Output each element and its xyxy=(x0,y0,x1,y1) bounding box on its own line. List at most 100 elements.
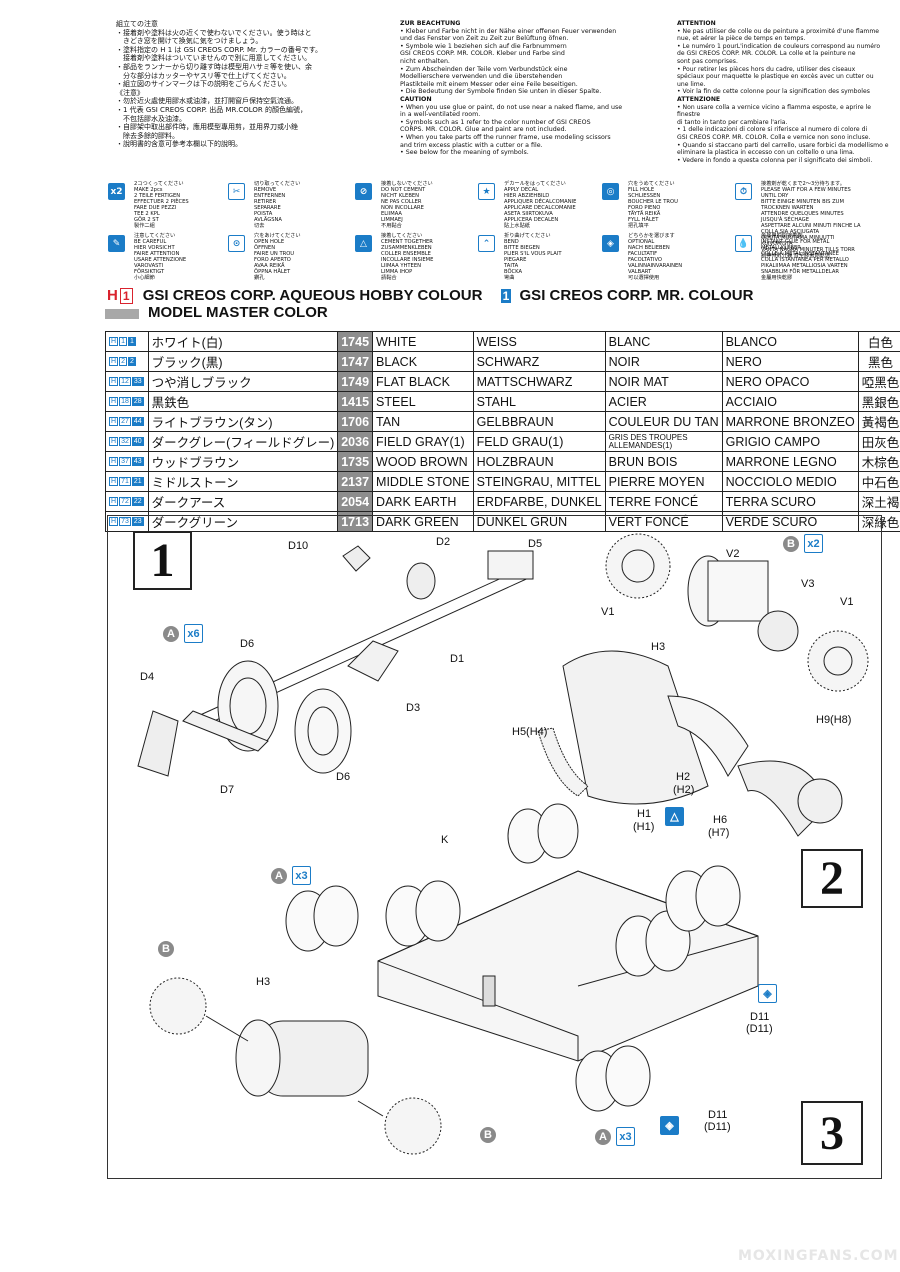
color-name-en: FIELD GRAY(1) xyxy=(372,431,474,452)
color-name-fr: BLANC xyxy=(604,331,723,352)
color-name-zh: 黑銀色 xyxy=(857,391,900,412)
mr-code: 40 xyxy=(131,437,144,446)
h-code: 27 xyxy=(119,417,131,426)
optional-icon: ◈ xyxy=(660,1116,679,1135)
color-name-it: MARRONE LEGNO xyxy=(721,451,859,472)
symbol-icon: ⌃ xyxy=(478,235,495,252)
symbol-icon: ✂ xyxy=(228,183,245,200)
notes-de-en: ZUR BEACHTUNG • Kleber und Farbe nicht i… xyxy=(400,20,645,157)
sprocket-v1 xyxy=(605,533,671,599)
notes-fr-it: ATTENTION • Ne pas utiliser de colle ou … xyxy=(677,20,892,164)
color-name-jp: ダークアース xyxy=(147,491,339,512)
h-badge: H xyxy=(109,397,119,406)
note-line: • 1 delle indicazioni di colore si rifer… xyxy=(677,126,868,134)
color-name-zh: 黃褐色 xyxy=(857,411,900,432)
h-badge: H xyxy=(109,377,119,386)
note-line: nue, et aérer la pièce de temps en temps… xyxy=(677,35,806,43)
note-line: • Ne pas utiliser de colle ou de peintur… xyxy=(677,27,880,35)
color-name-fr: ACIER xyxy=(604,391,723,412)
watermark: MOXINGFANS.COM xyxy=(738,1248,899,1264)
aqueous-title: GSI CREOS CORP. AQUEOUS HOBBY COLOUR xyxy=(142,287,483,304)
part-label: H5(H4) xyxy=(512,726,548,738)
mr-color-title: GSI CREOS CORP. MR. COLOUR xyxy=(519,287,754,304)
symbol-icon: ◈ xyxy=(602,235,619,252)
sprocket-v1b xyxy=(807,630,869,692)
color-name-jp: ホワイト(白) xyxy=(147,331,339,352)
final-drive-h3 xyxy=(562,650,709,805)
callout-b: B xyxy=(158,941,174,957)
model-master-code: 1747 xyxy=(337,351,374,372)
mr-code: 22 xyxy=(131,497,144,506)
note-line: • Die Bedeutung der Symbole finden Sie u… xyxy=(400,88,602,96)
part-label: D11 xyxy=(708,1109,728,1121)
notes-fr-title: ATTENTION xyxy=(677,20,716,27)
color-name-it: BLANCO xyxy=(721,331,859,352)
note-line: di tanto in tanto per cambiare l'aria. xyxy=(677,118,788,126)
model-master-code: 1415 xyxy=(337,391,374,412)
mr-code: 1 xyxy=(127,337,136,346)
callout-a: A xyxy=(595,1129,611,1145)
note-line: • Symbole wie 1 beziehen sich auf die Fa… xyxy=(400,42,567,50)
note-line: in a well-ventilated room. xyxy=(400,111,481,119)
note-line: • Le numéro 1 pourL'indication de couleu… xyxy=(677,42,881,50)
h-code: 72 xyxy=(119,497,131,506)
note-line: ・自膠架中取出部件時，應用模型專用剪，並用界刀或小銼 xyxy=(116,123,298,132)
part-label: (D11) xyxy=(704,1121,731,1133)
note-line: and trim excess plastic with a cutter or… xyxy=(400,141,543,149)
color-name-zh: 木棕色 xyxy=(857,451,900,472)
count-x3: x3 xyxy=(616,1127,635,1146)
model-master-code: 2137 xyxy=(337,471,374,492)
mr-code: 43 xyxy=(131,457,144,466)
part-label: H2 xyxy=(676,771,691,783)
note-line: • Quando si staccano parti del carrello,… xyxy=(677,141,889,149)
color-name-zh: 深土褐 xyxy=(857,491,900,512)
h-code: 73 xyxy=(119,517,131,526)
color-name-en: MIDDLE STONE xyxy=(372,471,474,492)
mr-code: 28 xyxy=(131,397,144,406)
notes-jp-title: 組立ての注意 xyxy=(116,20,158,28)
color-name-de: STAHL xyxy=(472,391,606,412)
color-name-fr: TERRE FONCÉ xyxy=(604,491,723,512)
color-name-jp: ミドルストーン xyxy=(147,471,339,492)
color-name-jp: ブラック(黒) xyxy=(147,351,339,372)
color-name-en: DARK GREEN xyxy=(372,511,474,532)
assembly-diagram: 1 2 3 D10 D2 D5 D6 D1 D4 D3 D7 D6 V2 V1 … xyxy=(107,515,882,1179)
model-master-code: 2054 xyxy=(337,491,374,512)
sprocket-b xyxy=(149,977,207,1035)
part-label: H3 xyxy=(651,641,666,653)
h-badge: H xyxy=(109,417,119,426)
h-code: 37 xyxy=(119,457,131,466)
color-name-fr: NOIR xyxy=(604,351,723,372)
note-line: 分な部分はカッターやヤスリ等で仕上げてください。 xyxy=(116,71,291,80)
note-line: ・塗料指定の H 1 は GSI CREOS CORP. Mr. カラーの番号で… xyxy=(116,45,322,54)
h-badge: H xyxy=(109,337,119,346)
model-master-code: 2036 xyxy=(337,431,374,452)
model-master-code: 1735 xyxy=(337,451,374,472)
note-line: eliminare la plastica in eccesso con un … xyxy=(677,149,855,157)
note-line: CORPS. MR. COLOR. Glue and paint are not… xyxy=(400,126,567,134)
color-name-de: SCHWARZ xyxy=(472,351,606,372)
color-name-de: HOLZBRAUN xyxy=(472,451,606,472)
h-badge: H xyxy=(109,457,119,466)
color-name-it: GRIGIO CAMPO xyxy=(721,431,859,452)
note-line: • Voir la fin de cette colonne pour la s… xyxy=(677,88,870,96)
h-badge: H xyxy=(109,497,119,506)
step-number-1: 1 xyxy=(133,531,192,590)
model-master-code: 1745 xyxy=(337,331,374,352)
h-code: 71 xyxy=(119,477,131,486)
symbol-icon: ◎ xyxy=(602,183,619,200)
symbol-icon: ★ xyxy=(478,183,495,200)
color-name-fr: NOIR MAT xyxy=(604,371,723,392)
color-name-en: WHITE xyxy=(372,331,474,352)
note-line: • Zum Abscheinden der Teile vom Verbunds… xyxy=(400,65,568,73)
